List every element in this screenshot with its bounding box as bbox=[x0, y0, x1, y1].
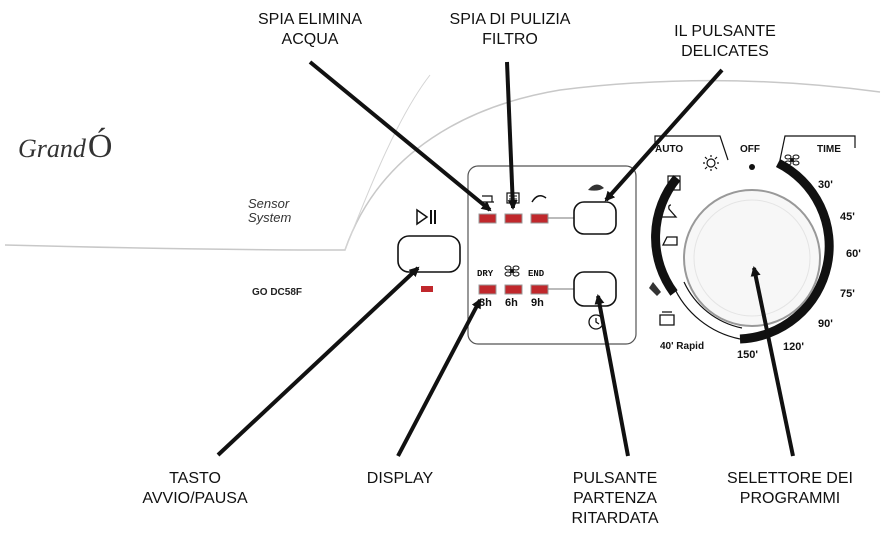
delay-label-3h: 3h bbox=[479, 297, 492, 309]
dial-auto-arc bbox=[651, 175, 681, 296]
dial-time-30: 30' bbox=[818, 179, 833, 191]
callout-selettore-programmi: SELETTORE DEI PROGRAMMI bbox=[727, 470, 853, 507]
callout-spia-pulizia-filtro: SPIA DI PULIZIA FILTRO bbox=[449, 11, 571, 48]
shirt-icon bbox=[649, 282, 661, 296]
dial-time-arc bbox=[739, 158, 834, 344]
delicates-icon bbox=[531, 195, 547, 203]
dial-rapid-arc bbox=[672, 284, 741, 340]
iron-icon bbox=[661, 236, 678, 246]
panel-outline-curve-inner bbox=[344, 74, 431, 251]
dial-time-120: 120' bbox=[783, 341, 804, 353]
callout-partenza-ritardata: PULSANTE PARTENZA RITARDATA bbox=[571, 470, 659, 527]
arrow-display bbox=[396, 298, 482, 457]
callout-spia-elimina-acqua: SPIA ELIMINA ACQUA bbox=[257, 11, 363, 48]
fan-time-icon bbox=[784, 154, 800, 166]
callout-pulsante-delicates: IL PULSANTE DELICATES bbox=[674, 23, 776, 60]
wardrobe-icon bbox=[667, 175, 681, 191]
delay-led-3h bbox=[478, 284, 497, 295]
brand-name: Grand bbox=[18, 134, 86, 163]
arrow-selettore bbox=[750, 266, 795, 457]
delay-button-shape bbox=[573, 271, 617, 307]
dial-auto-bracket bbox=[654, 135, 729, 161]
dial-rapid-label: 40' Rapid bbox=[660, 341, 704, 352]
dial-time-60: 60' bbox=[846, 248, 861, 260]
water-led bbox=[478, 213, 497, 224]
delicates-button-icon bbox=[588, 184, 604, 191]
arrow-avvio-pausa bbox=[216, 266, 420, 457]
dial-rapid-arc-inner bbox=[683, 281, 743, 329]
filter-led bbox=[504, 213, 523, 224]
sensor-system-label: Sensor System bbox=[248, 196, 292, 225]
dial-time-bracket bbox=[779, 135, 856, 161]
callout-tasto-avvio-pausa: TASTO AVVIO/PAUSA bbox=[142, 470, 248, 507]
delicates-led bbox=[530, 213, 549, 224]
play-pause-icon bbox=[416, 208, 436, 226]
dial-off-dot bbox=[749, 164, 755, 170]
dial-time-45: 45' bbox=[840, 211, 855, 223]
delay-led-9h bbox=[530, 284, 549, 295]
dial-time-label: TIME bbox=[817, 144, 841, 155]
arrow-elimina-acqua bbox=[308, 60, 492, 212]
brand-mark: Ó bbox=[87, 128, 113, 165]
callout-display: DISPLAY bbox=[366, 470, 434, 487]
dial-off-label: OFF bbox=[740, 144, 760, 155]
dial-auto-label: AUTO bbox=[655, 144, 683, 155]
start-pause-button-shape bbox=[397, 235, 461, 273]
arrow-partenza-ritardata bbox=[594, 294, 630, 457]
start-led bbox=[421, 286, 433, 292]
delay-led-6h bbox=[504, 284, 523, 295]
model-label: GO DC58F bbox=[252, 287, 303, 298]
delay-label-9h: 9h bbox=[531, 297, 544, 309]
program-dial bbox=[649, 135, 856, 344]
arrow-delicates bbox=[604, 68, 724, 202]
dial-knob bbox=[683, 189, 821, 327]
brand-logo: GrandÓ bbox=[18, 128, 112, 166]
hanger-icon bbox=[662, 204, 678, 218]
delicates-button-shape bbox=[573, 201, 617, 235]
timer-label-end: END bbox=[528, 269, 545, 279]
panel-outline-curve bbox=[4, 79, 881, 251]
dial-time-90: 90' bbox=[818, 318, 833, 330]
fan-icon bbox=[504, 265, 520, 277]
towels-icon bbox=[659, 311, 675, 326]
delay-label-6h: 6h bbox=[505, 297, 518, 309]
dial-time-75: 75' bbox=[840, 288, 855, 300]
dial-knob-inner bbox=[693, 199, 811, 317]
timer-label-dry: DRY bbox=[477, 269, 494, 279]
display-panel bbox=[467, 165, 637, 345]
dial-time-150: 150' bbox=[737, 349, 758, 361]
arrow-pulizia-filtro bbox=[505, 61, 518, 210]
sun-icon bbox=[703, 155, 719, 171]
